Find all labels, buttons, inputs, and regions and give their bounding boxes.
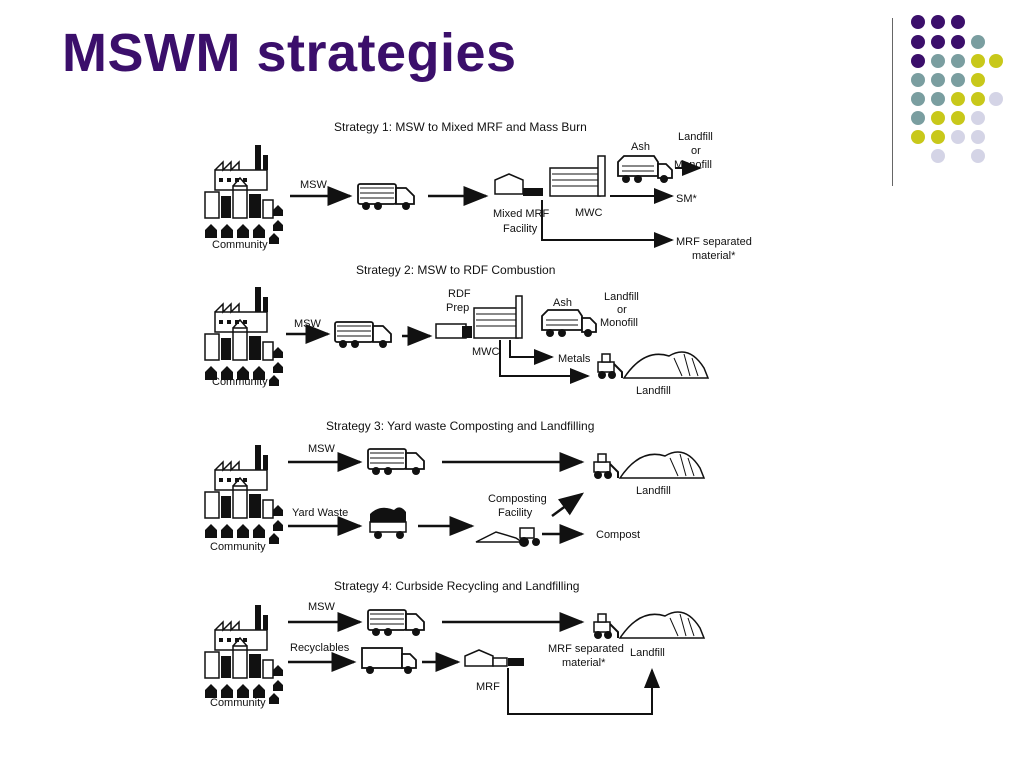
monofill-label: Monofill: [674, 159, 712, 171]
landfill-icon: [593, 451, 705, 480]
mrf-facility-icon: [464, 649, 524, 667]
composting-label: Composting: [488, 493, 547, 505]
mwc-label: MWC: [575, 207, 603, 219]
or-label: or: [691, 145, 701, 157]
ash-label: Ash: [631, 141, 650, 153]
msw-label: MSW: [308, 601, 336, 613]
prep-label: Prep: [446, 302, 469, 314]
composting-facility-icon: [475, 527, 540, 547]
metals-label: Metals: [558, 353, 591, 365]
community-label: Community: [210, 697, 266, 709]
strategy-2-title: Strategy 2: MSW to RDF Combustion: [356, 263, 555, 277]
community-icon: [204, 444, 284, 545]
landfill-label: Landfill: [604, 291, 639, 303]
recycling-truck-icon: [361, 647, 417, 674]
mrf-separated-label: MRF separated: [676, 236, 752, 248]
truck-icon: [357, 183, 415, 211]
mwc-label: MWC: [472, 346, 500, 358]
strategy-4: Strategy 4: Curbside Recycling and Landf…: [204, 579, 705, 715]
or-label: or: [617, 304, 627, 316]
mrf-separated-label: MRF separated: [548, 643, 624, 655]
landfill-label: Landfill: [636, 485, 671, 497]
community-label: Community: [212, 239, 268, 251]
landfill-label: Landfill: [678, 131, 713, 143]
landfill-icon: [597, 351, 709, 380]
strategy-4-title: Strategy 4: Curbside Recycling and Landf…: [334, 579, 579, 593]
strategy-1: Strategy 1: MSW to Mixed MRF and Mass Bu…: [204, 120, 752, 262]
msw-label: MSW: [300, 179, 328, 191]
mrf-mwc-facility-icon: [494, 155, 606, 197]
rdf-mwc-facility-icon: [435, 295, 523, 339]
monofill-label: Monofill: [600, 317, 638, 329]
mrf-label: MRF: [476, 681, 500, 693]
truck-icon: [334, 321, 392, 349]
landfill-label: Landfill: [630, 647, 665, 659]
truck-icon: [367, 609, 425, 637]
strategy-3-title: Strategy 3: Yard waste Composting and La…: [326, 419, 594, 433]
compost-label: Compost: [596, 529, 640, 541]
yard-truck-icon: [369, 507, 407, 539]
mixed-mrf-label: Mixed MRF: [493, 208, 550, 220]
strategies-diagram: Strategy 1: MSW to Mixed MRF and Mass Bu…: [204, 120, 752, 715]
ash-truck-icon: [541, 309, 597, 338]
msw-label: MSW: [294, 318, 322, 330]
ash-truck-icon: [617, 155, 673, 184]
slide-title: MSWM strategies: [62, 23, 517, 83]
landfill-icon: [593, 611, 705, 640]
landfill-label: Landfill: [636, 385, 671, 397]
community-icon: [204, 286, 284, 387]
strategy-1-title: Strategy 1: MSW to Mixed MRF and Mass Bu…: [334, 120, 587, 134]
material-label: material*: [692, 250, 736, 262]
recyclables-label: Recyclables: [290, 642, 350, 654]
community-label: Community: [212, 376, 268, 388]
material-label: material*: [562, 657, 606, 669]
community-icon: [204, 604, 284, 705]
ash-label: Ash: [553, 297, 572, 309]
facility-label: Facility: [503, 223, 538, 235]
msw-label: MSW: [308, 443, 336, 455]
divider-line: [892, 18, 893, 186]
yard-waste-label: Yard Waste: [292, 507, 348, 519]
strategy-2: Strategy 2: MSW to RDF Combustion Commun…: [204, 263, 709, 397]
facility-label: Facility: [498, 507, 533, 519]
strategy-3: Strategy 3: Yard waste Composting and La…: [204, 419, 705, 553]
rdf-label: RDF: [448, 288, 471, 300]
community-label: Community: [210, 541, 266, 553]
sm-label: SM*: [676, 193, 698, 205]
community-icon: [204, 144, 284, 245]
truck-icon: [367, 448, 425, 476]
